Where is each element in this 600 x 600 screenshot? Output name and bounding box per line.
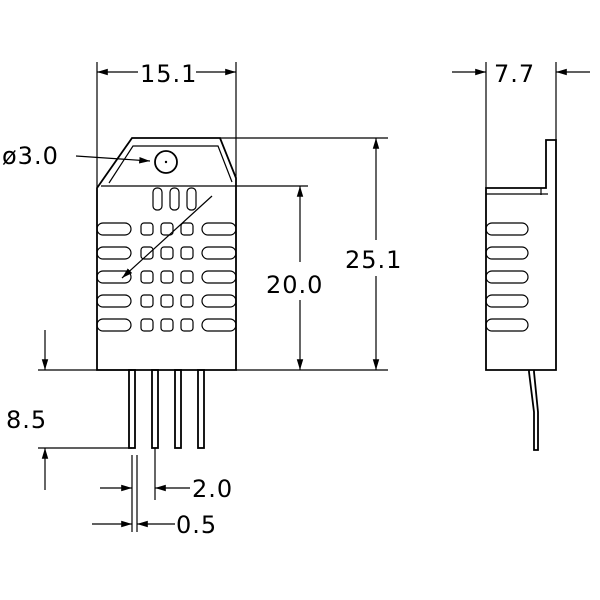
total-height-label: 25.1 <box>345 246 402 274</box>
vent-hole <box>140 222 154 236</box>
pin-width-label: 0.5 <box>176 511 217 539</box>
dim-total-height: 25.1 <box>220 137 402 370</box>
side-pin <box>528 370 539 451</box>
front-view <box>96 137 237 449</box>
vent-slot-left <box>96 294 132 308</box>
side-fin <box>485 270 529 284</box>
side-fins <box>485 222 529 332</box>
body-height-label: 20.0 <box>266 271 323 299</box>
dim-depth: 7.7 <box>452 60 590 188</box>
vent-hole <box>160 318 174 332</box>
vent-hole <box>180 222 194 236</box>
front-head-inner <box>108 145 233 184</box>
mounting-hole <box>154 150 178 174</box>
vent-hole <box>160 246 174 260</box>
side-fin <box>485 222 529 236</box>
vent-hole <box>140 294 154 308</box>
vent-hole <box>160 270 174 284</box>
vent-hole <box>140 270 154 284</box>
side-fin <box>485 294 529 308</box>
vent-slot-left <box>96 270 132 284</box>
vent-slot-right <box>201 270 237 284</box>
front-vent-grid <box>96 222 237 332</box>
front-top-slots <box>152 187 197 211</box>
side-view <box>485 139 557 451</box>
width-label: 15.1 <box>140 60 197 88</box>
side-body-outline <box>485 139 557 371</box>
side-fin <box>485 246 529 260</box>
vent-slot-right <box>201 294 237 308</box>
dim-pin-pitch: 2.0 <box>100 448 233 532</box>
mounting-hole-center <box>164 160 168 164</box>
front-pins <box>128 369 205 449</box>
vent-slot-right <box>201 246 237 260</box>
dim-body-height: 20.0 <box>236 185 388 371</box>
side-fin <box>485 318 529 332</box>
dim-pin-length: 8.5 <box>6 330 132 490</box>
hole-diameter-label: ø3.0 <box>2 142 59 170</box>
vent-hole <box>140 318 154 332</box>
vent-slot-left <box>96 246 132 260</box>
vent-hole <box>180 318 194 332</box>
vent-hole <box>180 294 194 308</box>
vent-slot-left <box>96 318 132 332</box>
pin-pitch-label: 2.0 <box>192 475 233 503</box>
dim-width: 15.1 <box>96 60 237 188</box>
dim-pin-width: 0.5 <box>92 455 217 539</box>
vent-slot-right <box>201 318 237 332</box>
vent-hole <box>140 246 154 260</box>
pin-length-label: 8.5 <box>6 406 47 434</box>
vent-hole <box>160 222 174 236</box>
grille-leader-arrow <box>121 195 213 279</box>
depth-label: 7.7 <box>494 60 535 88</box>
vent-hole <box>160 294 174 308</box>
vent-hole <box>180 270 194 284</box>
vent-slot-left <box>96 222 132 236</box>
vent-hole <box>180 246 194 260</box>
vent-slot-right <box>201 222 237 236</box>
dim-hole: ø3.0 <box>2 142 151 170</box>
